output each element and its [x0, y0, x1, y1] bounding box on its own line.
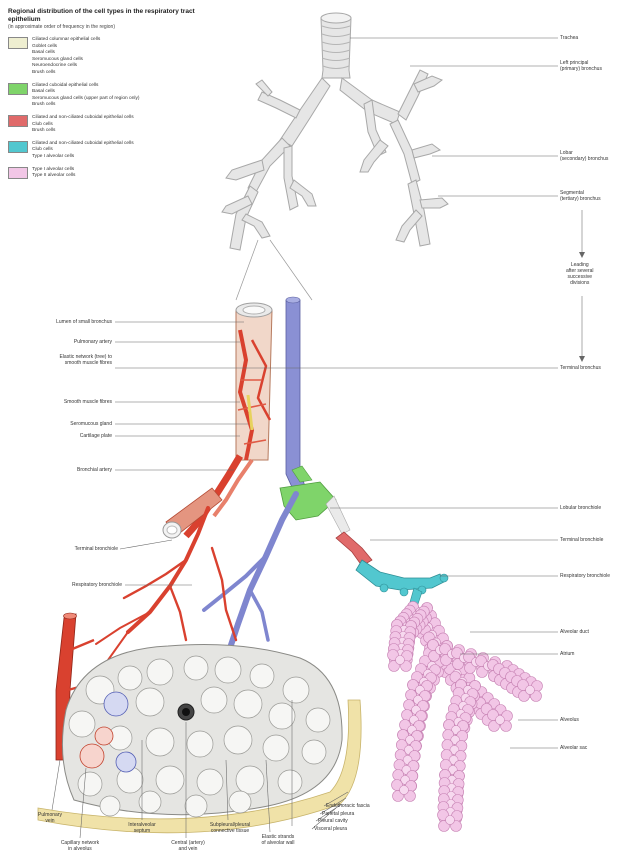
- alveolar-sac-bubble: [526, 686, 535, 695]
- alveolar-sac-bubble: [446, 816, 455, 825]
- respiratory-bronchiole: [356, 560, 444, 590]
- pulmonary-vein-branch: [286, 300, 306, 496]
- label-smooth-muscle: Smooth muscle fibres: [64, 399, 112, 405]
- alveolar-sac-bubble: [396, 656, 405, 665]
- label-elastic-strands: Elastic strands of alveolar wall: [261, 834, 294, 846]
- alveolus-cell: [283, 677, 309, 703]
- alveolus-cell: [263, 735, 289, 761]
- alveolus-cell: [156, 766, 184, 794]
- alveolar-sac-bubble: [400, 786, 409, 795]
- label-alveolar-duct: Alveolar duct: [560, 629, 589, 635]
- label-elastic-network: Elastic network (tree) to smooth muscle …: [59, 354, 112, 366]
- label-segmental-bronchus: Segmental (tertiary) bronchus: [560, 190, 601, 202]
- label-pleural-cavity: Pleural cavity: [318, 818, 348, 824]
- alveolus-cell: [187, 731, 213, 757]
- alveolus-cell: [236, 766, 264, 794]
- label-lumen: Lumen of small bronchus: [56, 319, 112, 325]
- label-capillary-network: Capillary network in alveolus: [61, 840, 99, 852]
- label-parietal-pleura: Parietal pleura: [322, 811, 354, 817]
- bronchiole-sequence: [280, 466, 448, 604]
- alveolus-cell: [147, 659, 173, 685]
- alveolus-cell: [278, 770, 302, 794]
- label-endothoracic-fascia: Endothoracic fascia: [326, 803, 370, 809]
- alveolus-cell: [306, 708, 330, 732]
- lung-lobule: [38, 645, 361, 833]
- label-after-divisions: Leading after several successive divisio…: [566, 262, 594, 286]
- arrow-head: [579, 252, 585, 258]
- alveolus-cell: [197, 769, 223, 795]
- alveolus-cell: [136, 688, 164, 716]
- label-visceral-pleura: Visceral pleura: [314, 826, 347, 832]
- label-atrium: Atrium: [560, 651, 574, 657]
- label-respiratory-bronchiole-left: Respiratory bronchiole: [72, 582, 122, 588]
- label-alveolus: Alveolus: [560, 717, 579, 723]
- alveolus-cell: [78, 772, 102, 796]
- alveolus-cell: [118, 666, 142, 690]
- label-pulmonary-vein: Pulmonary vein: [38, 812, 62, 824]
- alveolus-cell: [100, 796, 120, 816]
- label-central-artery: Central (artery) and vein: [171, 840, 205, 852]
- label-seromucous-gland: Seromucous gland: [70, 421, 112, 427]
- label-terminal-bronchiole-left: Terminal bronchiole: [75, 546, 118, 552]
- label-pulmonary-artery: Pulmonary artery: [74, 339, 112, 345]
- alveolus-cell: [139, 791, 161, 813]
- label-lobar-bronchus: Lobar (secondary) bronchus: [560, 150, 608, 162]
- label-left-main-bronchus: Left principal (primary) bronchus: [560, 60, 602, 72]
- alveolus-cell: [229, 791, 251, 813]
- label-interalveolar-septum: Interalveolar septum: [128, 822, 156, 834]
- bronchial-tree: [222, 13, 448, 250]
- label-alveolar-sac: Alveolar sac: [560, 745, 587, 751]
- alveolus-cell: [234, 690, 262, 718]
- label-respiratory-bronchiole-right: Respiratory bronchiole: [560, 573, 610, 579]
- label-trachea: Trachea: [560, 35, 578, 41]
- alveolus-cell: [185, 795, 207, 817]
- alveolar-sacs: [388, 602, 543, 832]
- alveolar-sac-bubble: [496, 716, 505, 725]
- alveolus-cell: [269, 703, 295, 729]
- alveolus-cell: [69, 711, 95, 737]
- alveolus-cell: [215, 657, 241, 683]
- arrow-head: [579, 356, 585, 362]
- magnification-lines: [236, 240, 312, 300]
- label-subpleural-tissue: Subpleural/pleural connective tissue: [210, 822, 250, 834]
- alveolus-cell: [224, 726, 252, 754]
- label-bronchial-artery: Bronchial artery: [77, 467, 112, 473]
- alveolus-cell: [146, 728, 174, 756]
- terminal-bronchiole: [336, 532, 372, 566]
- label-terminal-bronchus: Terminal bronchus: [560, 365, 601, 371]
- alveolus-cell: [184, 656, 208, 680]
- label-lobular-bronchiole: Lobular bronchiole: [560, 505, 601, 511]
- label-cartilage-plate: Cartilage plate: [80, 433, 112, 439]
- alveolus-cell: [250, 664, 274, 688]
- alveolus-cell: [201, 687, 227, 713]
- label-terminal-bronchiole-right: Terminal bronchiole: [560, 537, 603, 543]
- alveolus-cell: [302, 740, 326, 764]
